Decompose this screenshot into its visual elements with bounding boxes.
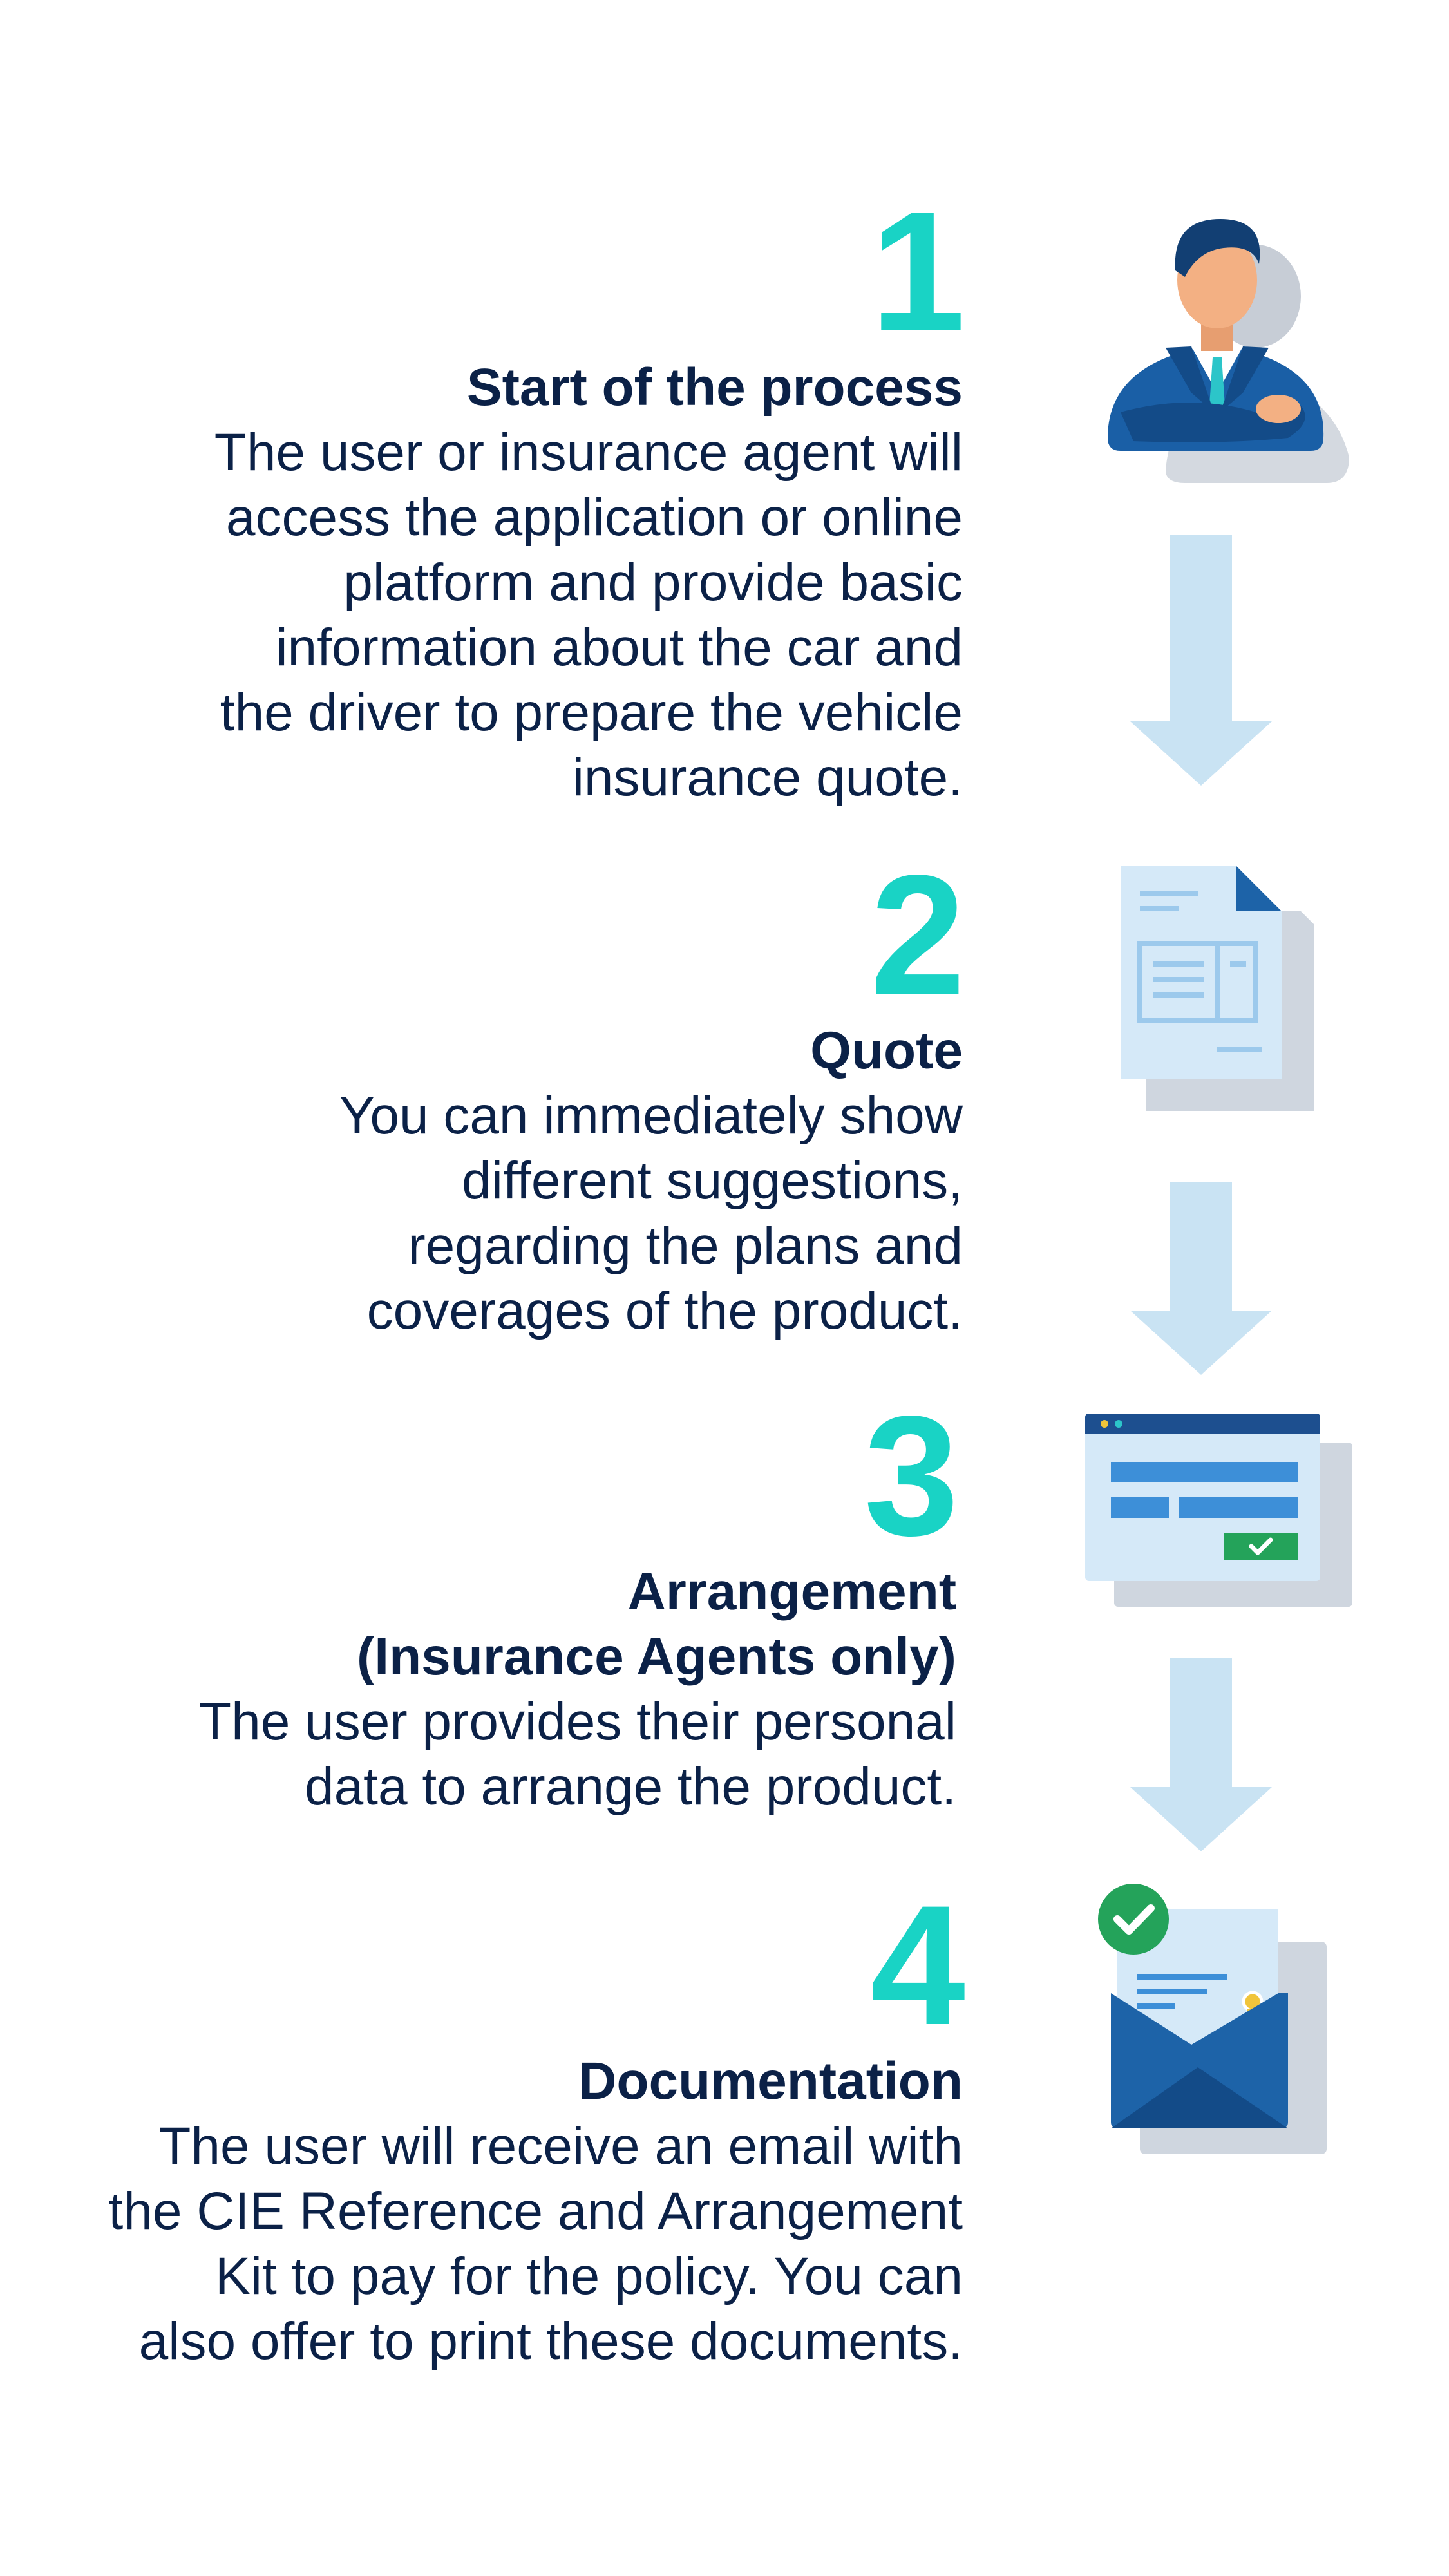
step-title: Start of the process (466, 358, 963, 417)
step-1: 1 Start of the process The user or insur… (0, 176, 965, 810)
insurance-agent-icon (1108, 219, 1349, 483)
arrow-down-icon (1130, 535, 1272, 786)
step-4: 4 Documentation The user will receive an… (0, 1870, 965, 2374)
form-window-icon (1085, 1414, 1352, 1607)
step-description: You can immediately show different sugge… (339, 1086, 963, 1340)
step-title: Documentation (578, 2052, 963, 2110)
arrow-down-icon (1130, 1658, 1272, 1852)
step-description: The user will receive an email with the … (108, 2117, 963, 2371)
arrow-down-icon (1130, 1182, 1272, 1375)
step-description: The user or insurance agent will access … (214, 423, 963, 807)
step-number: 4 (870, 1870, 965, 2061)
step-number: 1 (870, 176, 965, 367)
step-2: 2 Quote You can immediately show differe… (0, 840, 965, 1343)
email-envelope-icon (1098, 1884, 1327, 2154)
step-title: Quote (810, 1021, 963, 1080)
step-3: 3 Arrangement (Insurance Agents only) Th… (0, 1381, 959, 1819)
step-number: 3 (864, 1381, 959, 1571)
quote-document-icon (1121, 866, 1314, 1111)
step-title: Arrangement (Insurance Agents only) (357, 1562, 956, 1686)
step-number: 2 (870, 840, 965, 1030)
step-description: The user provides their personal data to… (199, 1692, 956, 1816)
